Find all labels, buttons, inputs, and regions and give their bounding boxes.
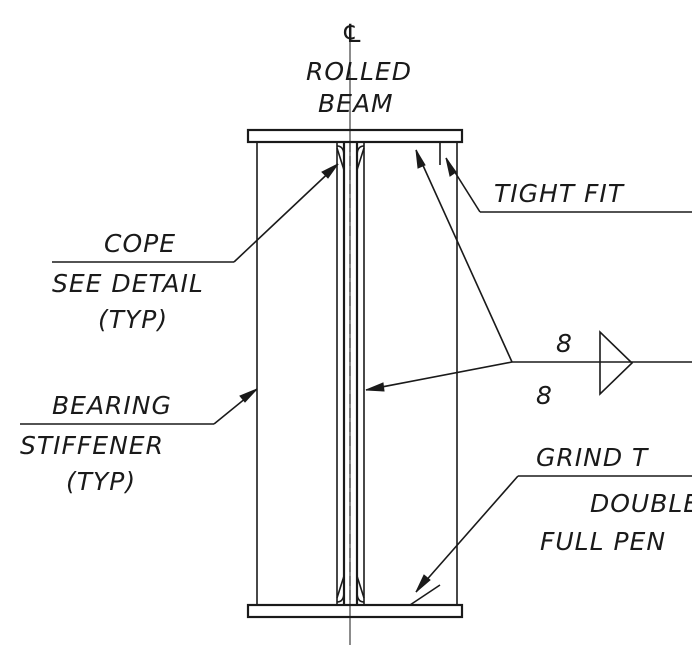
beam-label: BEAM <box>318 89 394 118</box>
grind-arrowhead <box>415 574 431 593</box>
bearing-label-line2: STIFFENER <box>20 431 164 460</box>
weld-leader-upper-arrowhead <box>415 149 426 169</box>
weld-size-top: 8 <box>556 329 573 358</box>
tight-fit-arrowhead <box>445 157 457 177</box>
cope-bottom-right <box>356 575 365 599</box>
fillet-bottom-right <box>356 591 365 603</box>
cope-arrowhead <box>321 163 339 179</box>
weld-top-right <box>410 141 441 165</box>
centerline-symbol: ℄ <box>341 19 364 48</box>
weld-leader-upper <box>415 149 513 363</box>
weld-bottom-right <box>409 584 441 606</box>
bottom-flange <box>246 603 464 619</box>
grind-label-line3: FULL PEN <box>540 527 666 556</box>
bearing-label-line1: BEARING <box>52 391 172 420</box>
weld-size-bottom: 8 <box>536 381 553 410</box>
bearing-arrowhead <box>239 388 258 403</box>
cope-top-right <box>356 147 365 171</box>
fillet-bottom-left <box>336 591 345 603</box>
cope-label-line2: SEE DETAIL <box>52 269 204 298</box>
grind-leader <box>415 475 519 593</box>
fillet-top-right <box>356 145 365 157</box>
weld-leader-web-arrowhead <box>365 382 385 392</box>
bearing-label-line3: (TYP) <box>66 467 136 496</box>
cope-label-line1: COPE <box>104 229 176 258</box>
cope-bottom-left <box>336 575 345 599</box>
weld-symbol-triangle <box>599 330 634 396</box>
top-flange <box>246 128 464 144</box>
tight-fit-label: TIGHT FIT <box>494 179 625 208</box>
grind-label-line1: GRIND T <box>536 443 649 472</box>
fillet-top-left <box>336 145 345 157</box>
cope-top-left <box>336 147 345 171</box>
cope-label-line3: (TYP) <box>98 305 168 334</box>
weld-leader-web <box>365 361 513 391</box>
grind-label-line2: DOUBLE <box>590 489 692 518</box>
cope-leader <box>233 163 339 263</box>
rolled-label: ROLLED <box>306 57 412 86</box>
